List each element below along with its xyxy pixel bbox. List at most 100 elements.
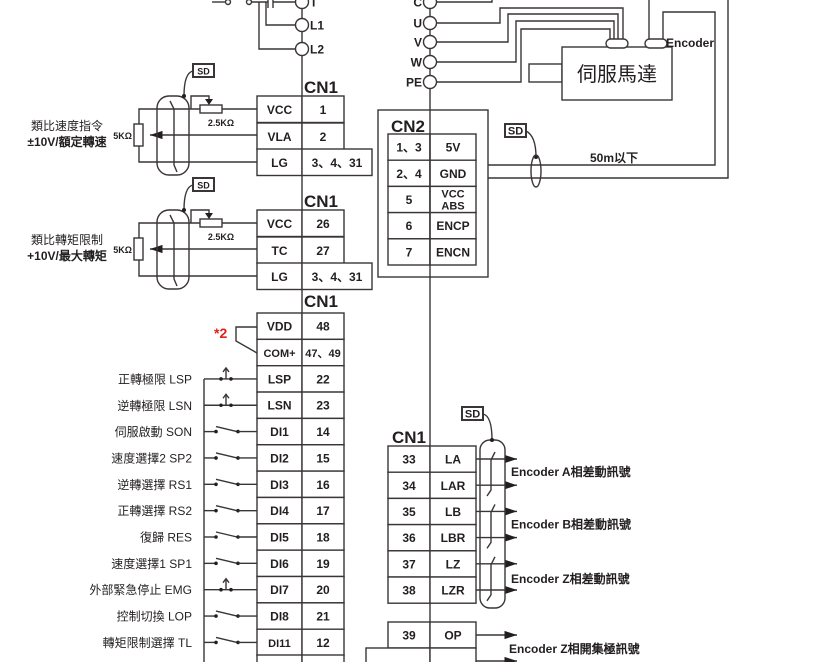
cn1-signal: DI6 bbox=[270, 557, 289, 571]
cn1-signal: DI5 bbox=[270, 530, 289, 544]
terminal-U bbox=[422, 15, 438, 31]
cn1-pin: 1 bbox=[320, 103, 327, 117]
cn1-signal: LZ bbox=[446, 557, 461, 571]
terminal-label-T: T bbox=[310, 0, 318, 10]
terminal-label-W: W bbox=[411, 56, 423, 70]
switch-contact bbox=[214, 456, 218, 460]
cn1-signal-cell bbox=[256, 122, 303, 151]
terminal-T bbox=[294, 0, 310, 10]
cn2-signal: ABS bbox=[441, 200, 464, 212]
cn1-signal-cell bbox=[256, 236, 303, 265]
trim-resistor bbox=[199, 218, 223, 228]
digital-input-row: COM+47、49 bbox=[256, 338, 345, 367]
trim-resistor-value: 2.5KΩ bbox=[208, 232, 234, 242]
cn1-pin: 35 bbox=[402, 505, 416, 519]
cn1-signal: LBR bbox=[441, 531, 466, 545]
encoder-cable-shield: SD 50m以下 bbox=[504, 123, 638, 188]
cn1-signal: VCC bbox=[267, 103, 293, 117]
cn1-pin: 26 bbox=[316, 217, 330, 231]
switch-blade bbox=[215, 557, 238, 565]
cn1-pin: 16 bbox=[316, 478, 330, 492]
sd-wire bbox=[525, 130, 537, 158]
terminal-V bbox=[422, 34, 438, 50]
cn2-pin: 2、4 bbox=[396, 167, 422, 181]
trim-arrow bbox=[205, 213, 213, 219]
shield-twist bbox=[169, 100, 178, 173]
sd-dot bbox=[182, 94, 186, 98]
encoder-connector bbox=[644, 38, 668, 49]
terminal-W bbox=[422, 54, 438, 70]
switch-contact bbox=[219, 377, 223, 381]
terminal-label-U: U bbox=[413, 17, 422, 31]
switch-blade bbox=[215, 504, 238, 512]
cn1-pin-cell bbox=[301, 654, 345, 662]
shield-twist bbox=[486, 556, 496, 602]
cn1-pin: 37 bbox=[402, 557, 416, 571]
switch-contact bbox=[219, 587, 223, 592]
encoder-oc-label: Encoder Z相開集極訊號 bbox=[509, 641, 640, 656]
cn2-signal: ENCP bbox=[436, 219, 469, 233]
cn1-signal-cell bbox=[256, 262, 303, 291]
cn2-signal: 5V bbox=[446, 141, 461, 155]
cn1-pin: 23 bbox=[316, 399, 330, 413]
motor-shaft bbox=[528, 63, 563, 83]
cn1-pin-cell bbox=[301, 523, 345, 551]
cn2-pin: 7 bbox=[406, 245, 413, 259]
input-label: 逆轉極限 LSN bbox=[117, 398, 192, 413]
servo-motor: 伺服馬達 Encoder bbox=[528, 36, 714, 101]
shield-outline bbox=[479, 439, 506, 609]
sd-wire bbox=[183, 70, 194, 97]
sd-box bbox=[504, 123, 527, 138]
cn1-pin-cell bbox=[301, 122, 345, 151]
vdd-com-jumper bbox=[235, 326, 258, 354]
cn1-signal-cell bbox=[256, 549, 303, 578]
cn1-signal: TC bbox=[272, 244, 288, 258]
switch-blade bbox=[215, 452, 238, 459]
cn2-signal-cell bbox=[429, 185, 477, 214]
cn1-signal-cell bbox=[256, 365, 303, 393]
encoder-signal-label: Encoder Z相差動訊號 bbox=[511, 571, 630, 586]
input-label: 速度選擇1 SP1 bbox=[111, 556, 192, 571]
cn1-signal: DI4 bbox=[270, 504, 289, 518]
cn1-pin-cell bbox=[301, 236, 345, 265]
cn1-pin: 27 bbox=[316, 244, 330, 258]
switch-contact bbox=[214, 429, 218, 434]
power-input-wiring bbox=[212, 0, 295, 50]
cn2-pin-cell bbox=[387, 238, 431, 266]
cn2-signal: GND bbox=[440, 167, 467, 181]
cn1-pin: 19 bbox=[316, 557, 330, 571]
cn1-title: CN1 bbox=[304, 78, 338, 97]
cn1-signal: DI11 bbox=[268, 638, 291, 650]
potentiometer bbox=[133, 237, 144, 261]
cn1-signal: DI7 bbox=[270, 583, 289, 597]
terminal-label-L2: L2 bbox=[310, 43, 324, 57]
potentiometer bbox=[133, 123, 144, 147]
cn1-signal: LSP bbox=[268, 372, 291, 386]
cn2-signal: ENCN bbox=[436, 245, 470, 259]
shield-outline bbox=[156, 209, 190, 290]
motor-wiring bbox=[437, 0, 729, 179]
nc-switch-head bbox=[222, 577, 230, 584]
switch-blade bbox=[215, 425, 238, 433]
cn1-signal-cell bbox=[429, 647, 477, 662]
cn1-signal: DI3 bbox=[270, 478, 289, 492]
cn1-signal: LG bbox=[271, 156, 288, 170]
switch-contact bbox=[214, 561, 218, 566]
cn1-signal-cell bbox=[256, 496, 303, 525]
sd-box bbox=[192, 63, 215, 78]
cn2-title: CN2 bbox=[391, 117, 425, 136]
sd-label: SD bbox=[465, 409, 480, 421]
input-label: 逆轉選擇 RS1 bbox=[117, 477, 192, 492]
analog-range: +10V/最大轉矩 bbox=[27, 248, 107, 263]
cn1-signal: DI8 bbox=[270, 610, 289, 624]
cn1-pin-cell bbox=[387, 576, 431, 604]
sd-label: SD bbox=[197, 67, 210, 77]
switch-contact bbox=[229, 377, 233, 381]
cn1-pin-cell bbox=[301, 602, 345, 630]
